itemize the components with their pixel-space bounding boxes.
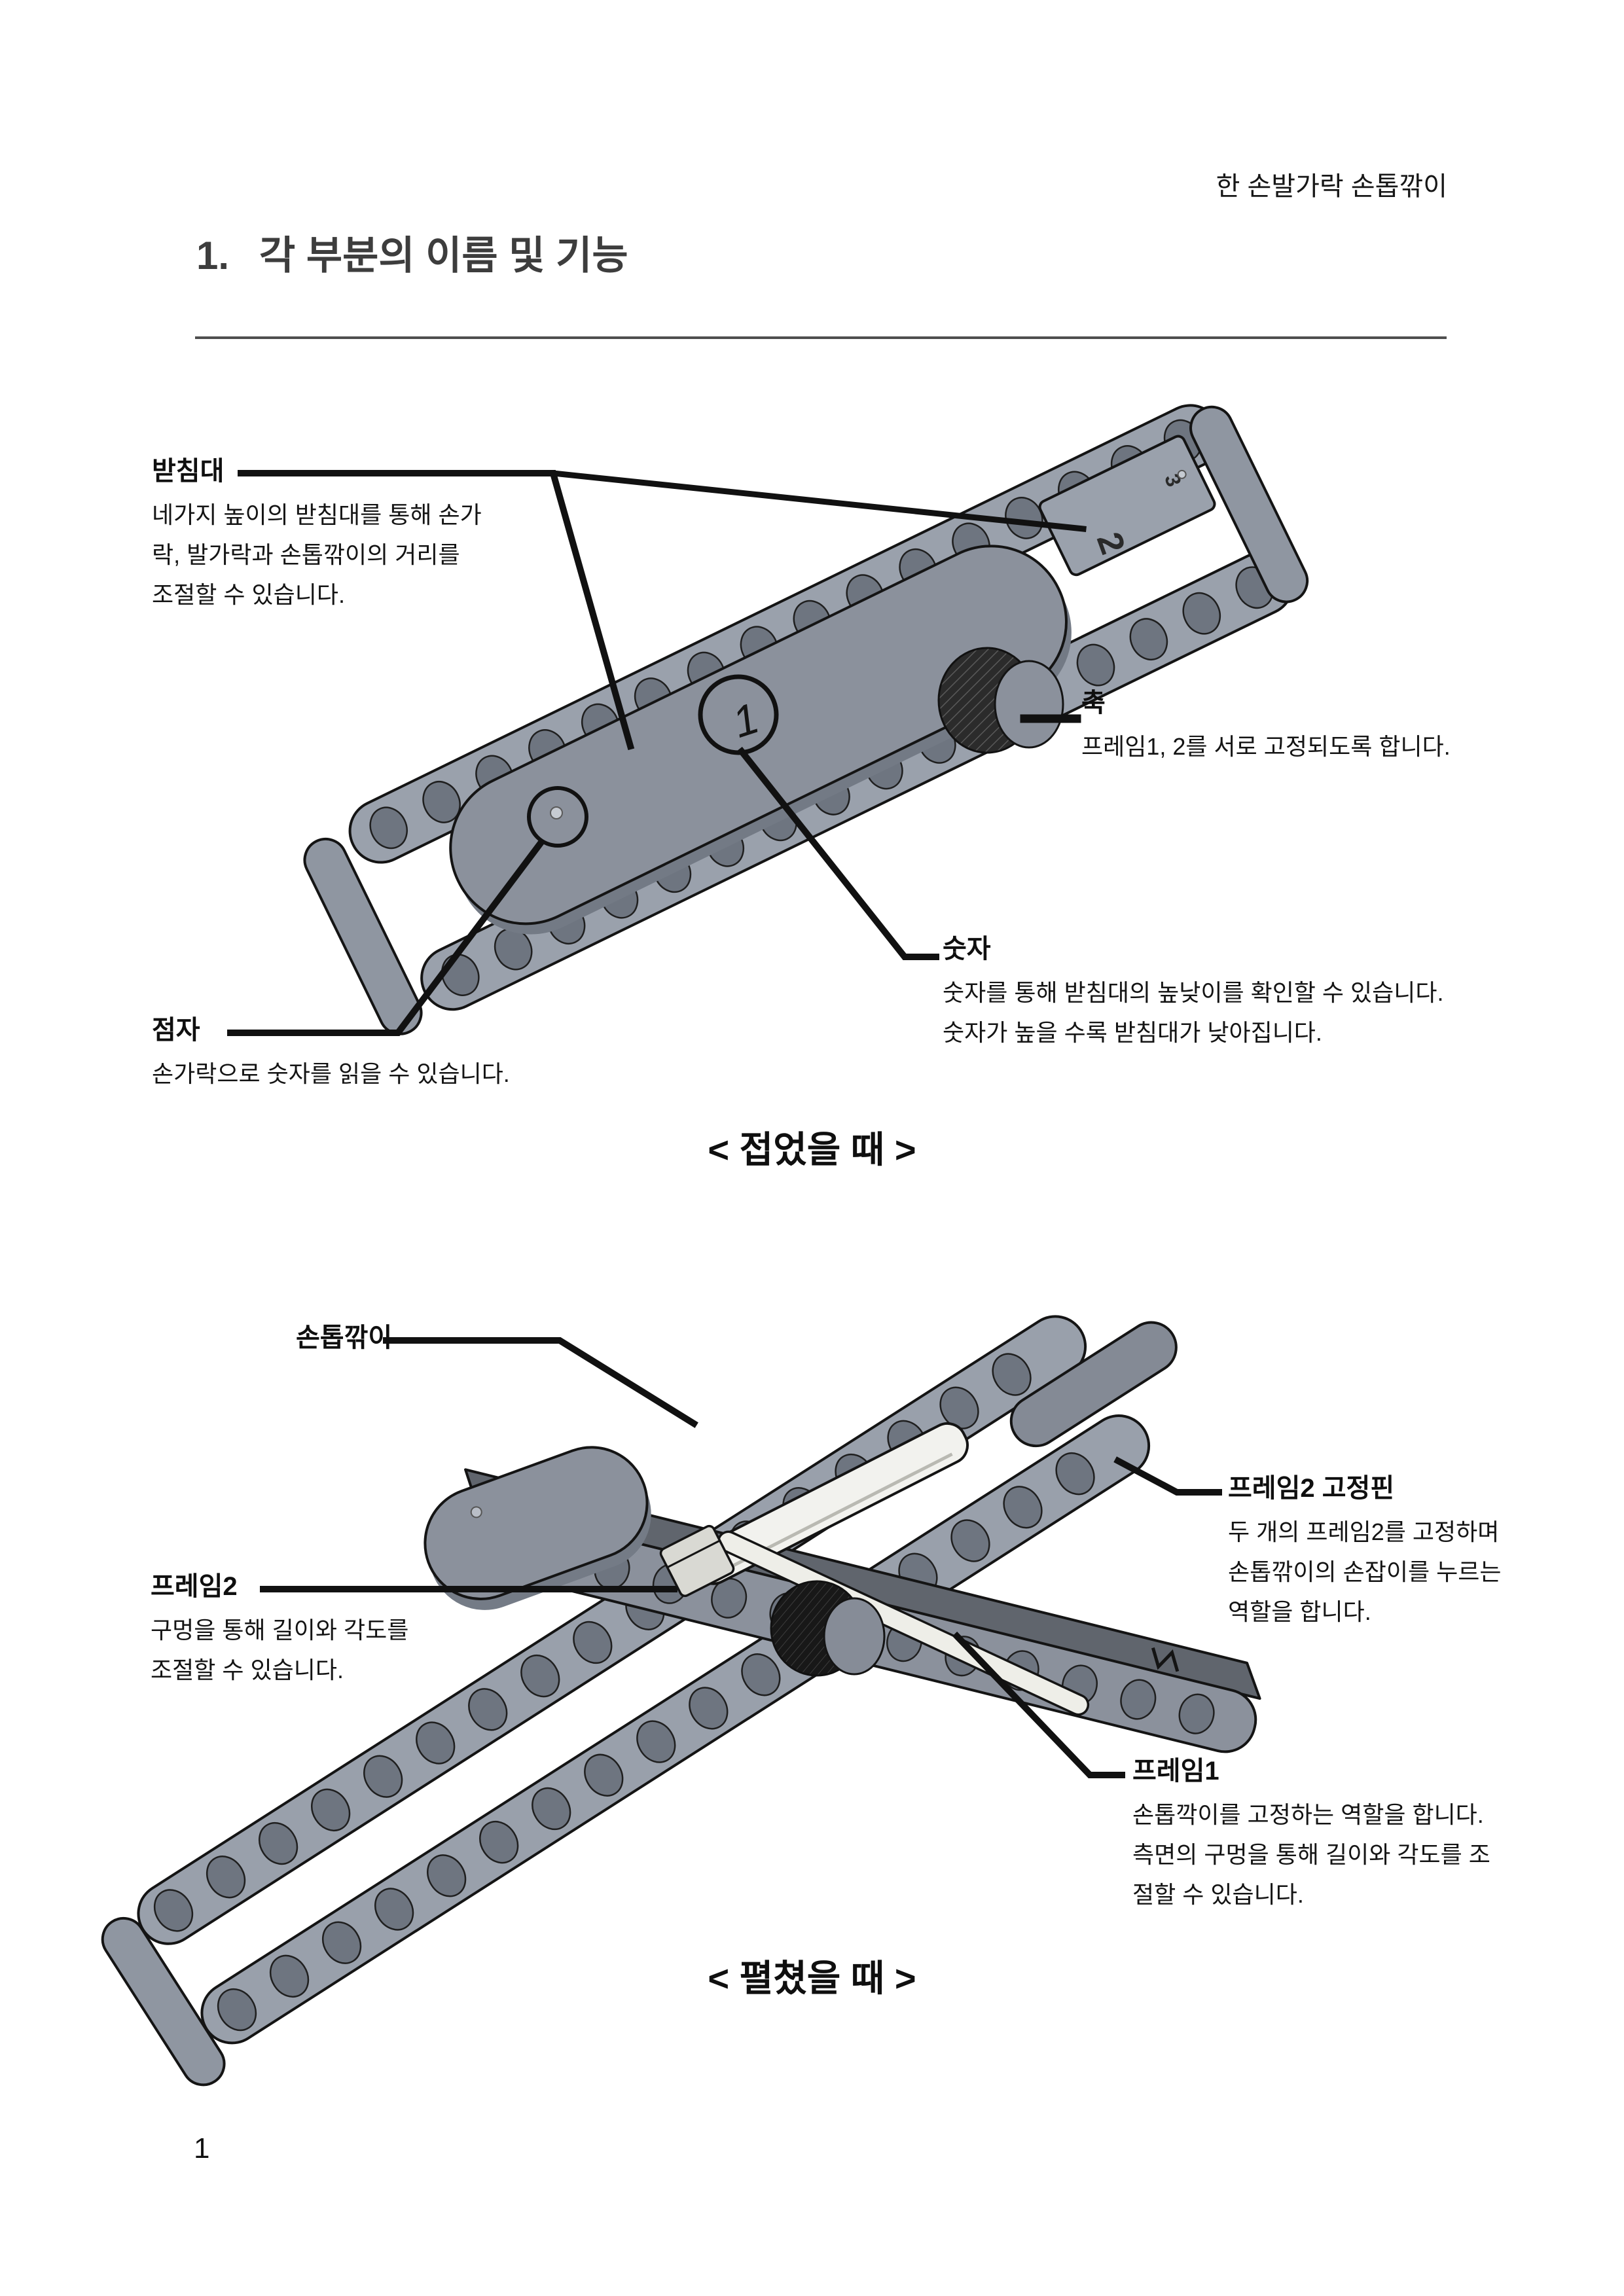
axis-knob <box>937 647 1064 754</box>
label-support-desc: 네가지 높이의 받침대를 통해 손가 락, 발가락과 손톱깎이의 거리를 조절할… <box>152 501 482 608</box>
right-handle <box>1189 405 1309 603</box>
label-frame2-pin: 프레임2 고정핀 두 개의 프레임2를 고정하며 손톱깎이의 손잡이를 누르는 … <box>1228 1474 1501 1632</box>
frame1-top-face <box>464 1468 1261 1700</box>
label-clipper: 손톱깎이 <box>296 1323 392 1352</box>
unfolded-leader-lines <box>260 1337 1222 1778</box>
frame1-beam <box>454 1468 1261 1753</box>
clipper-body-arm <box>717 1530 1090 1716</box>
center-axis-knob <box>770 1580 886 1677</box>
frame2-pin-cylinder <box>1009 1321 1178 1448</box>
label-frame1: 프레임1 손톱깍이를 고정하는 역할을 합니다. 측면의 구멍을 통해 길이와 … <box>1132 1757 1490 1914</box>
caption-unfolded: < 펼쳤을 때 > <box>708 1958 916 1999</box>
section-title-text: 각 부분의 이름 및 기능 <box>259 234 628 278</box>
label-frame2-pin-name: 프레임2 고정핀 <box>1228 1474 1395 1503</box>
support-plate <box>449 545 1068 925</box>
plate-number-2: 2 <box>1089 528 1133 560</box>
frame1-side-holes <box>477 1520 1215 1734</box>
nail-clipper <box>659 1422 1090 1716</box>
label-braille: 점자 손가락으로 숫자를 읽을 수 있습니다. <box>152 1016 510 1094</box>
braille-callout-circle <box>527 786 588 848</box>
label-axis-name: 축 <box>1081 689 1106 717</box>
plate-pin-dot <box>1177 469 1187 479</box>
left-handle <box>303 837 423 1035</box>
label-frame1-desc: 손톱깍이를 고정하는 역할을 합니다. 측면의 구멍을 통해 길이와 각도를 조… <box>1132 1801 1490 1908</box>
section-title: 1. 각 부분의 이름 및 기능 <box>196 224 628 281</box>
caption-folded: < 접었을 때 > <box>708 1129 916 1170</box>
page-number: 1 <box>194 2132 210 2164</box>
support-plate-edge <box>456 556 1072 935</box>
label-support-name: 받침대 <box>152 457 225 486</box>
clipper-head <box>659 1524 735 1598</box>
label-frame2-pin-desc: 두 개의 프레임2를 고정하며 손톱깎이의 손잡이를 누르는 역할을 합니다. <box>1228 1518 1502 1625</box>
label-support: 받침대 네가지 높이의 받침대를 통해 손가 락, 발가락과 손톱깎이의 거리를… <box>152 457 482 615</box>
height-step-plate <box>1038 435 1216 577</box>
far-rail-holes <box>369 419 1202 850</box>
label-braille-name: 점자 <box>152 1016 200 1045</box>
frame1-mark <box>1151 1647 1180 1672</box>
label-frame2: 프레임2 구멍을 통해 길이와 각도를 조절할 수 있습니다. <box>151 1572 408 1690</box>
frame1-pivot-plate <box>424 1446 651 1610</box>
frame1-side-face <box>454 1505 1257 1753</box>
label-frame2-name: 프레임2 <box>151 1572 238 1601</box>
doc-header: 한 손발가락 손톱깎이 <box>1216 172 1447 201</box>
plate-number-3: 3 <box>1160 471 1186 490</box>
label-braille-desc: 손가락으로 숫자를 읽을 수 있습니다. <box>152 1060 510 1087</box>
number-callout-circle: 1 <box>698 674 779 755</box>
section-number: 1. <box>196 234 230 278</box>
label-axis: 축 프레임1, 2를 서로 고정되도록 합니다. <box>1081 689 1451 766</box>
label-number-name: 숫자 <box>943 935 991 963</box>
clipper-lever <box>692 1422 969 1585</box>
label-number: 숫자 숫자를 통해 받침대의 높낮이를 확인할 수 있습니다. 숫자가 높을 수… <box>943 935 1444 1052</box>
label-axis-desc: 프레임1, 2를 서로 고정되도록 합니다. <box>1081 733 1451 760</box>
title-divider <box>195 336 1447 339</box>
label-frame2-desc: 구멍을 통해 길이와 각도를 조절할 수 있습니다. <box>151 1617 409 1683</box>
label-number-desc: 숫자를 통해 받침대의 높낮이를 확인할 수 있습니다. 숫자가 높을 수록 받… <box>943 979 1444 1046</box>
label-clipper-name: 손톱깎이 <box>296 1323 393 1352</box>
label-frame1-name: 프레임1 <box>1132 1757 1219 1785</box>
height-number-1: 1 <box>727 693 765 747</box>
